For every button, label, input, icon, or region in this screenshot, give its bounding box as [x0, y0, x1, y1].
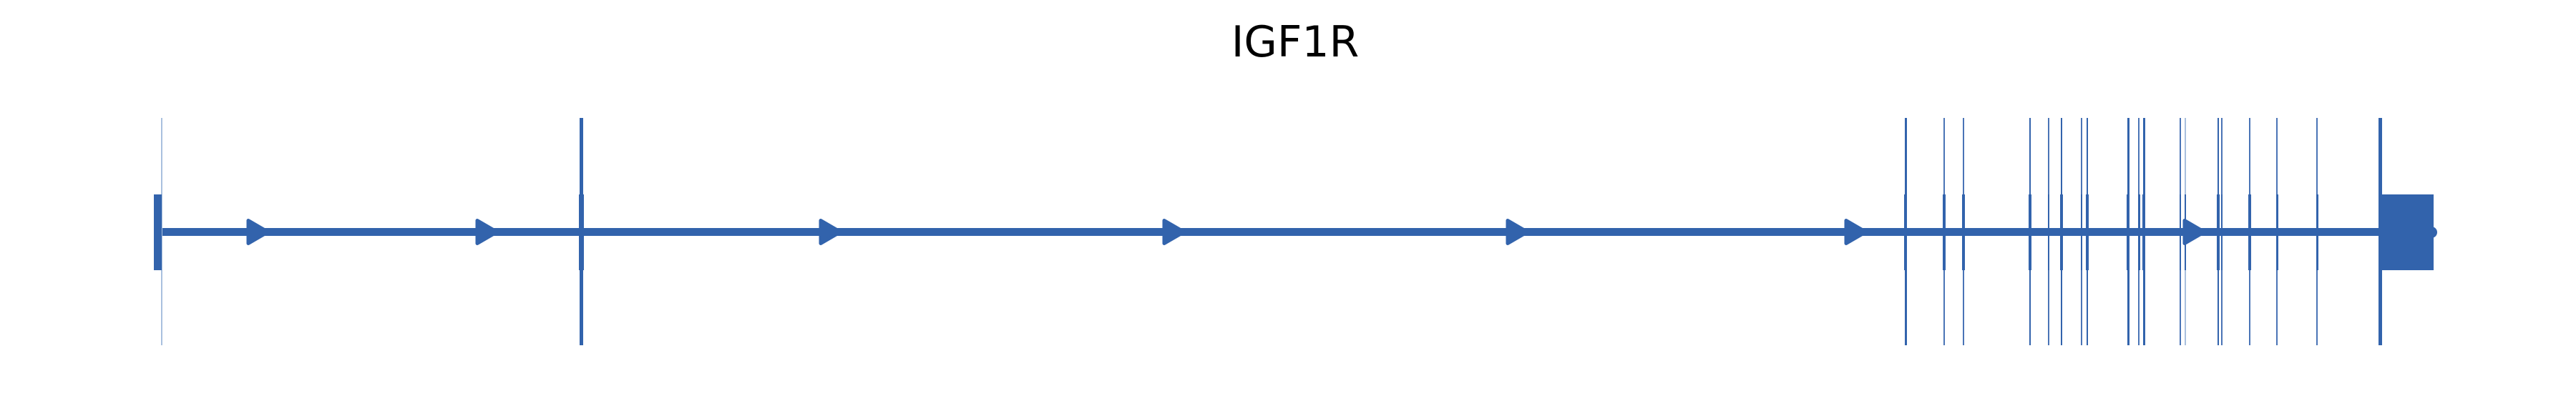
terminal-arrow-tip — [2431, 226, 2437, 238]
exon-cds-bar — [2275, 194, 2278, 270]
exon-cds-bar — [1943, 194, 1946, 270]
exon-cds-bar — [2381, 194, 2434, 270]
exon-cds-bar — [2047, 194, 2050, 270]
strand-arrow-icon — [1162, 219, 1186, 245]
exon-cds-bar — [1962, 194, 1965, 270]
chart-title: IGF1R — [1231, 17, 1360, 67]
strand-arrow-icon — [475, 219, 499, 245]
strand-arrow-icon — [246, 219, 270, 245]
strand-arrow-icon — [2182, 219, 2206, 245]
exon-cds-bar — [2248, 194, 2251, 270]
exon-line — [161, 118, 162, 345]
exon-cds-bar — [2029, 194, 2031, 270]
exon-cds-bar — [2137, 194, 2140, 270]
exon-cds-bar — [154, 194, 162, 270]
exon-cds-bar — [2142, 194, 2145, 270]
strand-arrow-icon — [1844, 219, 1868, 245]
strand-arrow-icon — [819, 219, 842, 245]
gene-backbone-line — [162, 228, 2433, 236]
exon-cds-bar — [2179, 194, 2182, 270]
exon-cds-bar — [2220, 194, 2223, 270]
strand-arrow-icon — [1506, 219, 1529, 245]
exon-cds-bar — [2080, 194, 2083, 270]
exon-cds-bar — [2060, 194, 2063, 270]
exon-cds-bar — [2127, 194, 2129, 270]
exon-cds-bar — [2316, 194, 2318, 270]
exon-cds-bar — [2086, 194, 2089, 270]
exon-line — [2378, 118, 2382, 345]
exon-cds-bar — [1904, 194, 1907, 270]
exon-cds-bar — [2217, 194, 2220, 270]
exon-cds-bar — [578, 194, 584, 270]
